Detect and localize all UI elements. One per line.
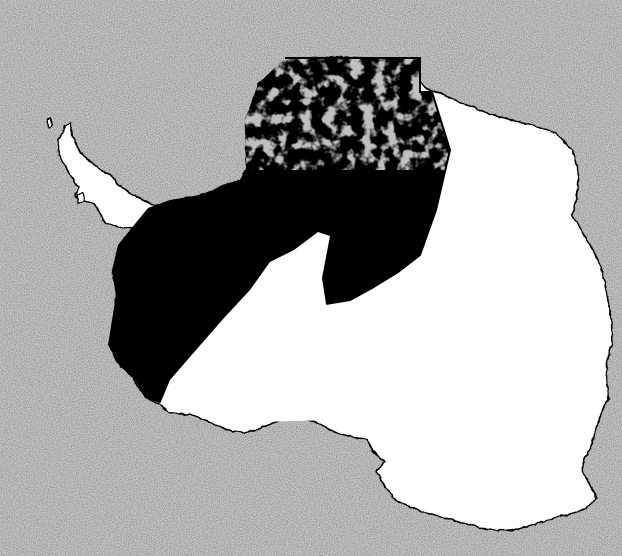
pole-gap-wedge xyxy=(160,232,330,422)
